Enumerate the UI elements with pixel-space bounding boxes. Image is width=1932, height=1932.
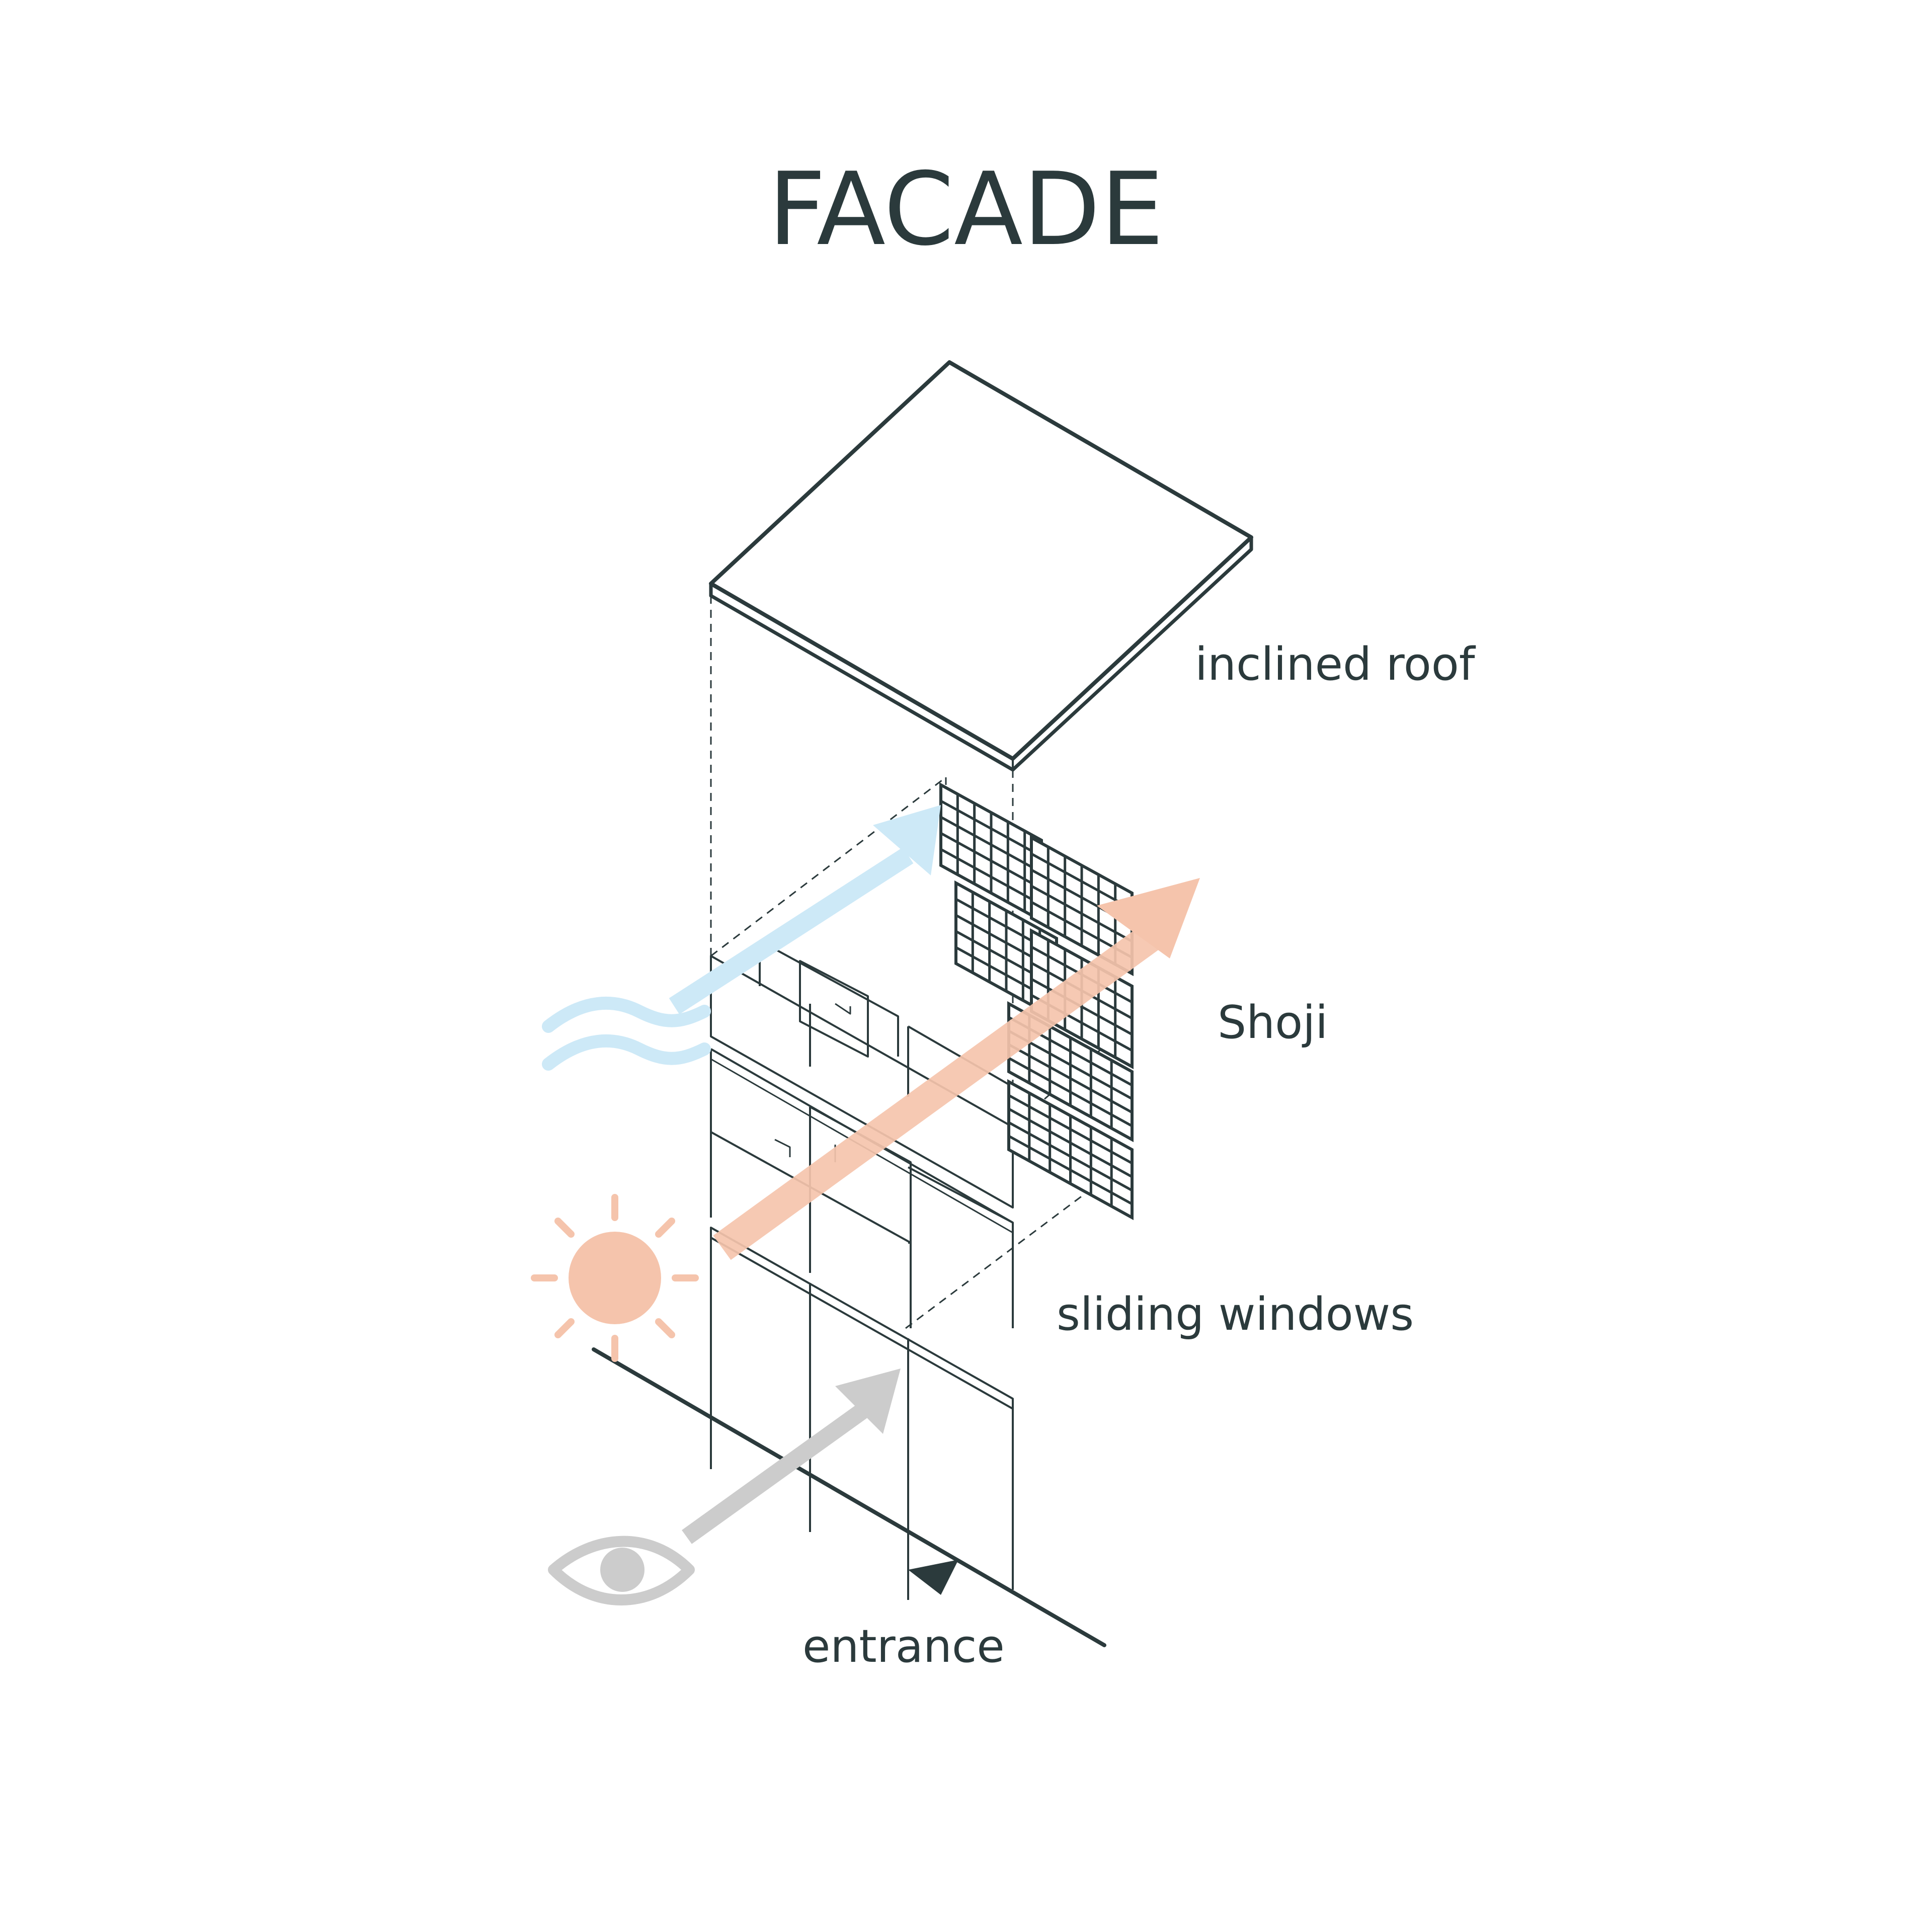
entrance-triangle-icon xyxy=(908,1560,958,1595)
sun-icon xyxy=(531,1194,699,1362)
ground-line xyxy=(592,1347,1106,1647)
shoji-lattice-bar xyxy=(1030,978,1133,1036)
shoji-lattice-bar xyxy=(940,848,1042,906)
diagram-title: FACADE xyxy=(768,151,1164,268)
shoji-lattice-bar xyxy=(1008,1057,1133,1128)
label-sliding-windows: sliding windows xyxy=(1057,1288,1414,1341)
shoji-lattice-bar xyxy=(940,816,1042,874)
shoji-lattice-bar xyxy=(1008,1094,1133,1165)
eye-icon xyxy=(548,1536,695,1605)
shoji-lattice-bar xyxy=(1030,884,1133,943)
shoji-lattice-bar xyxy=(940,799,1042,858)
shoji-lattice-bar xyxy=(1008,1121,1133,1192)
sunlight-arrow xyxy=(713,878,1200,1260)
wind-icon xyxy=(542,996,711,1071)
sliding-windows xyxy=(710,940,1014,1600)
shoji-lattice-bar xyxy=(1008,1107,1133,1178)
wind-arrow xyxy=(669,805,941,1014)
shoji-lattice-bar xyxy=(1008,1043,1133,1114)
label-shoji: Shoji xyxy=(1218,996,1328,1049)
view-arrow xyxy=(682,1369,901,1544)
inclined-roof xyxy=(709,360,1253,772)
shoji-lattice-bar xyxy=(1030,852,1133,911)
shoji-lattice-bar xyxy=(1008,1135,1133,1205)
label-entrance: entrance xyxy=(802,1620,1005,1673)
shoji-lattice-bar xyxy=(940,832,1042,890)
label-inclined-roof: inclined roof xyxy=(1195,638,1475,691)
